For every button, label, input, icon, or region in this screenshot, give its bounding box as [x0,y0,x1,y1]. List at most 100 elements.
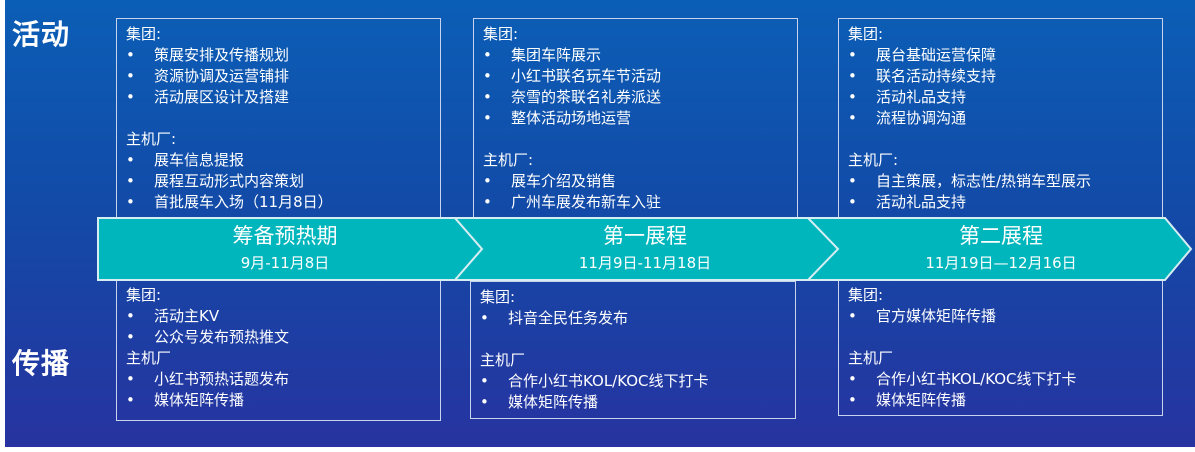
list-item: • 广州车展发布新车入驻 [483,192,797,213]
bullet-icon: • [848,109,857,127]
list-item: • 抖音全民任务发布 [480,308,795,329]
list-item: •合作小红书KOL/KOC线下打卡 [848,369,1162,390]
group-heading: 主机厂 [126,349,172,367]
list-item: • 奈雪的茶联名礼券派送 [483,87,797,108]
bullet-icon: • [126,391,135,409]
bullet-icon: • [126,46,135,64]
bullet-icon: • [126,370,135,388]
list-item-text: 媒体矩阵传播 [154,391,245,409]
list-item-text: 联名活动持续支持 [876,67,997,85]
bullet-icon: • [126,328,135,346]
list-item: • 小红书预热话题发布 [126,369,440,390]
list-item: • 活动礼品支持 [848,192,1162,213]
group-heading: 集团: [848,25,884,43]
list-item-text: 小红书联名玩车节活动 [511,67,662,85]
bullet-icon: • [848,307,857,325]
activity-label: 活动 [12,18,71,51]
list-item-text: 展车介绍及销售 [511,172,617,190]
phase-title-prep: 筹备预热期 [232,224,338,248]
bullet-icon: • [126,151,135,169]
activity-box-prep: 集团: • 策展安排及传播规划 • 资源协调及运营铺排 • 活动展区设计及搭建主机厂: •展车… [116,18,441,220]
list-item: • 小红书联名玩车节活动 [483,66,797,87]
group-heading: 集团: [126,25,162,43]
list-item: • 合作小红书KOL/KOC线下打卡 [480,371,795,392]
list-item-text: 展程互动形式内容策划 [154,172,305,190]
communication-box-phase2: 集团:•官方媒体矩阵传播主机厂•合作小红书KOL/KOC线下打卡•媒体矩阵传播 [838,279,1163,416]
list-item-text: 集团车阵展示 [511,46,602,64]
phase-date-phase1: 11月9日-11月18日 [578,254,712,272]
bullet-icon: • [483,88,492,106]
list-item: • 活动主KV [126,306,440,327]
bullet-icon: • [848,46,857,64]
list-item-text: 整体活动场地运营 [511,109,632,127]
group-heading: 主机厂: [848,151,899,169]
group-heading: 集团: [480,288,516,306]
bullet-icon: • [126,172,135,190]
list-item-text: 策展安排及传播规划 [154,46,290,64]
activity-box-phase2: 集团: • 展台基础运营保障 • 联名活动持续支持 • 活动礼品支持 •流程协调沟通主机厂: •… [838,18,1163,220]
bullet-icon: • [126,67,135,85]
bullet-icon: • [126,88,135,106]
list-item: • 联名活动持续支持 [848,66,1162,87]
list-item: • 活动展区设计及搭建 [126,87,440,108]
bullet-icon: • [126,193,135,211]
group-heading: 主机厂: [126,130,177,148]
bullet-icon: • [480,309,489,327]
list-item-text: 首批展车入场（11月8日） [154,193,333,211]
list-item-text: 官方媒体矩阵传播 [876,307,997,325]
bullet-icon: • [483,193,492,211]
bullet-icon: • [848,88,857,106]
list-item: • 展台基础运营保障 [848,45,1162,66]
list-item-text: 合作小红书KOL/KOC线下打卡 [508,372,709,390]
list-item: • 首批展车入场（11月8日） [126,192,440,213]
phase-date-prep: 9月-11月8日 [240,254,330,272]
bullet-icon: • [483,172,492,190]
list-item-text: 媒体矩阵传播 [876,391,967,409]
list-item: •自主策展，标志性/热销车型展示 [848,171,1162,192]
list-item: • 媒体矩阵传播 [126,390,440,411]
list-item-text: 展台基础运营保障 [876,46,997,64]
list-item-text: 活动展区设计及搭建 [154,88,290,106]
communication-box-phase1: 集团: • 抖音全民任务发布主机厂 • 合作小红书KOL/KOC线下打卡 •媒体矩阵传播 [470,281,796,419]
group-heading: 主机厂 [480,351,526,369]
chevron-phase2 [805,217,1193,281]
list-item-text: 抖音全民任务发布 [508,309,629,327]
bullet-icon: • [848,391,857,409]
list-item: •集团车阵展示 [483,45,797,66]
phase-title-phase1: 第一展程 [603,224,687,248]
list-item-text: 活动礼品支持 [876,193,967,211]
bullet-icon: • [848,67,857,85]
list-item: •流程协调沟通 [848,108,1162,129]
list-item-text: 广州车展发布新车入驻 [511,193,662,211]
group-heading: 主机厂 [848,349,894,367]
bullet-icon: • [848,193,857,211]
list-item: • 媒体矩阵传播 [848,390,1162,411]
list-item-text: 公众号发布预热推文 [154,328,290,346]
list-item-text: 小红书预热话题发布 [154,370,290,388]
bullet-icon: • [848,370,857,388]
list-item: • 整体活动场地运营 [483,108,797,129]
bullet-icon: • [848,172,857,190]
list-item-text: 资源协调及运营铺排 [154,67,290,85]
group-heading: 集团: [848,286,884,304]
list-item-text: 活动主KV [154,307,220,325]
group-heading: 集团: [483,25,519,43]
list-item-text: 活动礼品支持 [876,88,967,106]
list-item: • 策展安排及传播规划 [126,45,440,66]
communication-box-prep: 集团: • 活动主KV • 公众号发布预热推文主机厂 • 小红书预热话题发布 • 媒体矩阵传播 [116,279,441,421]
phase-date-phase2: 11月19日—12月16日 [925,254,1077,272]
list-item: •媒体矩阵传播 [480,392,795,413]
list-item: • 资源协调及运营铺排 [126,66,440,87]
bullet-icon: • [483,67,492,85]
list-item-text: 媒体矩阵传播 [508,393,599,411]
list-item: • 活动礼品支持 [848,87,1162,108]
bullet-icon: • [480,372,489,390]
bullet-icon: • [483,109,492,127]
bullet-icon: • [126,307,135,325]
list-item: •展车信息提报 [126,150,440,171]
communication-label: 传播 [12,347,71,380]
group-heading: 集团: [126,286,162,304]
list-item-text: 奈雪的茶联名礼券派送 [511,88,662,106]
